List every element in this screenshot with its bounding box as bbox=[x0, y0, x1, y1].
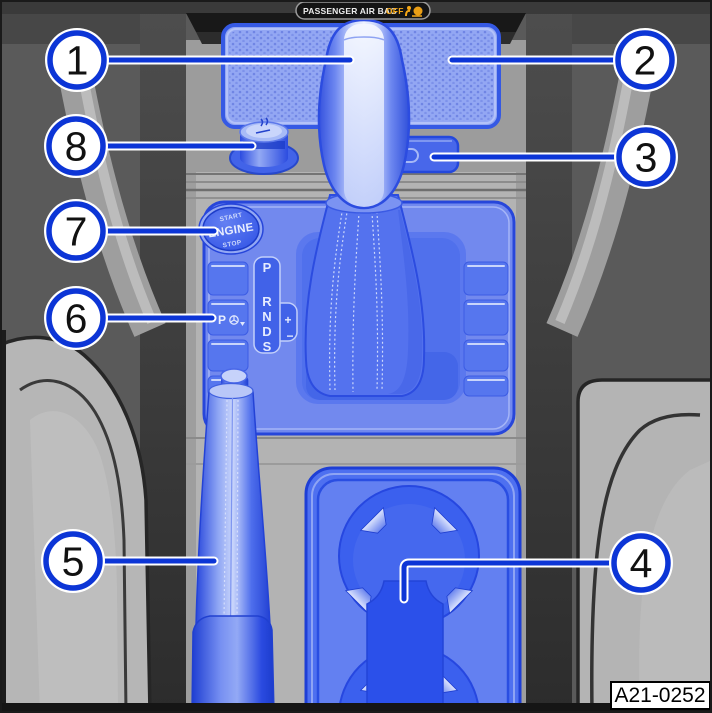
callout-4: 4 bbox=[609, 531, 673, 595]
gate-d: D bbox=[262, 324, 271, 339]
left-frame-edge bbox=[0, 330, 6, 713]
right-button-3 bbox=[463, 339, 509, 372]
left-seat-seam bbox=[19, 379, 128, 713]
callout-3: 3 bbox=[614, 125, 678, 189]
right-seat-seam bbox=[590, 412, 701, 713]
left-button-1 bbox=[207, 261, 249, 296]
right-seat bbox=[576, 378, 712, 713]
callout-2: 2 bbox=[613, 28, 677, 92]
callout-4-number: 4 bbox=[630, 541, 653, 587]
cup-center-channel bbox=[366, 580, 444, 713]
handbrake-seam bbox=[229, 397, 234, 623]
right-button-1 bbox=[463, 261, 509, 296]
engine-button-stop-label: STOP bbox=[222, 239, 242, 249]
park-assist-steering-icon bbox=[229, 315, 245, 326]
front-cup-grip-tabs bbox=[344, 506, 474, 615]
callout-1: 1 bbox=[45, 28, 109, 92]
gate-s: S bbox=[263, 339, 272, 354]
right-button-2 bbox=[463, 299, 509, 336]
handbrake-lever bbox=[191, 368, 275, 713]
knob-center-stripe bbox=[344, 24, 384, 206]
callout-8: 8 bbox=[44, 114, 108, 178]
airbag-display-label: PASSENGER AIR BAG bbox=[303, 6, 397, 16]
gear-boot-stitching bbox=[329, 197, 384, 393]
passenger-airbag-display: PASSENGER AIR BAG OFF bbox=[295, 1, 431, 20]
handbrake-stitching bbox=[223, 399, 239, 621]
handbrake-button-top bbox=[220, 368, 248, 384]
gate-minus: − bbox=[286, 329, 293, 343]
callout-7: 7 bbox=[44, 199, 108, 263]
callout-5: 5 bbox=[41, 529, 105, 593]
handbrake-boot bbox=[191, 615, 275, 713]
cup-holder-console bbox=[304, 466, 522, 713]
gate-r: R bbox=[262, 294, 272, 309]
callout-7-number: 7 bbox=[65, 209, 88, 255]
callout-3-number: 3 bbox=[635, 135, 658, 181]
gear-gate-display: P R N D S + − bbox=[253, 256, 298, 354]
handbrake-grip-top bbox=[208, 382, 254, 400]
knob-cap-seam bbox=[343, 36, 385, 41]
gate-p: P bbox=[263, 260, 272, 275]
airbag-status: OFF bbox=[386, 6, 404, 16]
gear-boot bbox=[304, 194, 426, 397]
gate-n: N bbox=[262, 309, 271, 324]
gate-column bbox=[253, 256, 281, 354]
park-assist-button-label: P bbox=[218, 313, 226, 327]
cup-console-rim bbox=[311, 473, 515, 713]
cigarette-icon bbox=[255, 117, 271, 134]
callout-6: 6 bbox=[44, 286, 108, 350]
callout-8-number: 8 bbox=[65, 124, 88, 170]
gate-plus: + bbox=[284, 313, 291, 327]
engine-button-start-label: START bbox=[219, 212, 243, 224]
airbag-warning-icon bbox=[405, 6, 423, 17]
right-seat-bolster bbox=[639, 460, 712, 713]
lighter-band bbox=[243, 141, 285, 149]
figure-code-label: A21-0252 bbox=[610, 681, 711, 710]
callout-1-number: 1 bbox=[66, 38, 89, 84]
callouts: 1 2 3 4 5 6 7 bbox=[41, 28, 678, 595]
callout-5-number: 5 bbox=[62, 539, 85, 585]
right-trim-shadow bbox=[526, 0, 572, 713]
callout-2-number: 2 bbox=[634, 38, 657, 84]
callout-lines bbox=[95, 55, 624, 604]
gear-lever bbox=[304, 18, 426, 397]
callout-6-number: 6 bbox=[65, 296, 88, 342]
console-right-edge bbox=[516, 40, 526, 713]
bottom-strip bbox=[0, 703, 712, 713]
gear-boot-shadow bbox=[388, 210, 423, 394]
console-left-edge bbox=[186, 40, 196, 713]
right-button-column bbox=[463, 261, 509, 397]
figure-code-text: A21-0252 bbox=[614, 684, 705, 707]
